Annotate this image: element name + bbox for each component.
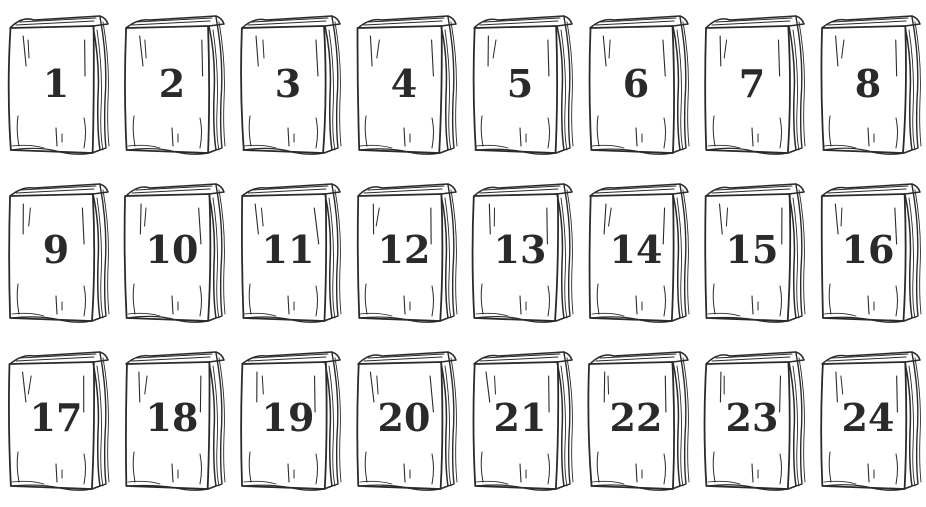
book-cover [821, 362, 906, 489]
book-cover [590, 194, 674, 321]
book-22: 22 [580, 336, 696, 504]
book-cover [9, 194, 94, 321]
book-9: 9 [0, 168, 116, 336]
book-cover [9, 362, 94, 489]
book-2: 2 [116, 0, 232, 168]
book-cover [241, 362, 327, 489]
book-cover [705, 194, 790, 321]
book-cover [822, 194, 906, 321]
book-12: 12 [348, 168, 464, 336]
book-cover [126, 362, 210, 489]
book-20: 20 [348, 336, 464, 504]
book-cover [474, 26, 558, 153]
book-4: 4 [348, 0, 464, 168]
book-cover [242, 194, 326, 321]
book-7: 7 [696, 0, 812, 168]
book-cover [358, 194, 443, 321]
book-cover [473, 362, 558, 489]
book-cover [705, 362, 790, 489]
book-cover [9, 26, 94, 153]
book-23: 23 [696, 336, 812, 504]
book-8: 8 [812, 0, 926, 168]
book-5: 5 [464, 0, 580, 168]
book-cover [125, 26, 209, 153]
book-cover [125, 194, 211, 321]
book-13: 13 [464, 168, 580, 336]
book-10: 10 [116, 168, 232, 336]
book-17: 17 [0, 336, 116, 504]
book-cover [241, 26, 326, 153]
book-15: 15 [696, 168, 812, 336]
book-14: 14 [580, 168, 696, 336]
book-1: 1 [0, 0, 116, 168]
book-cover [358, 26, 442, 153]
book-cover [473, 194, 559, 321]
book-11: 11 [232, 168, 348, 336]
book-cover [821, 26, 906, 153]
book-21: 21 [464, 336, 580, 504]
book-18: 18 [116, 336, 232, 504]
book-24: 24 [812, 336, 926, 504]
book-16: 16 [812, 168, 926, 336]
book-3: 3 [232, 0, 348, 168]
book-6: 6 [580, 0, 696, 168]
book-cover [590, 26, 675, 153]
book-cover [705, 26, 790, 153]
book-19: 19 [232, 336, 348, 504]
book-cover [357, 362, 442, 489]
book-cover [588, 362, 674, 489]
